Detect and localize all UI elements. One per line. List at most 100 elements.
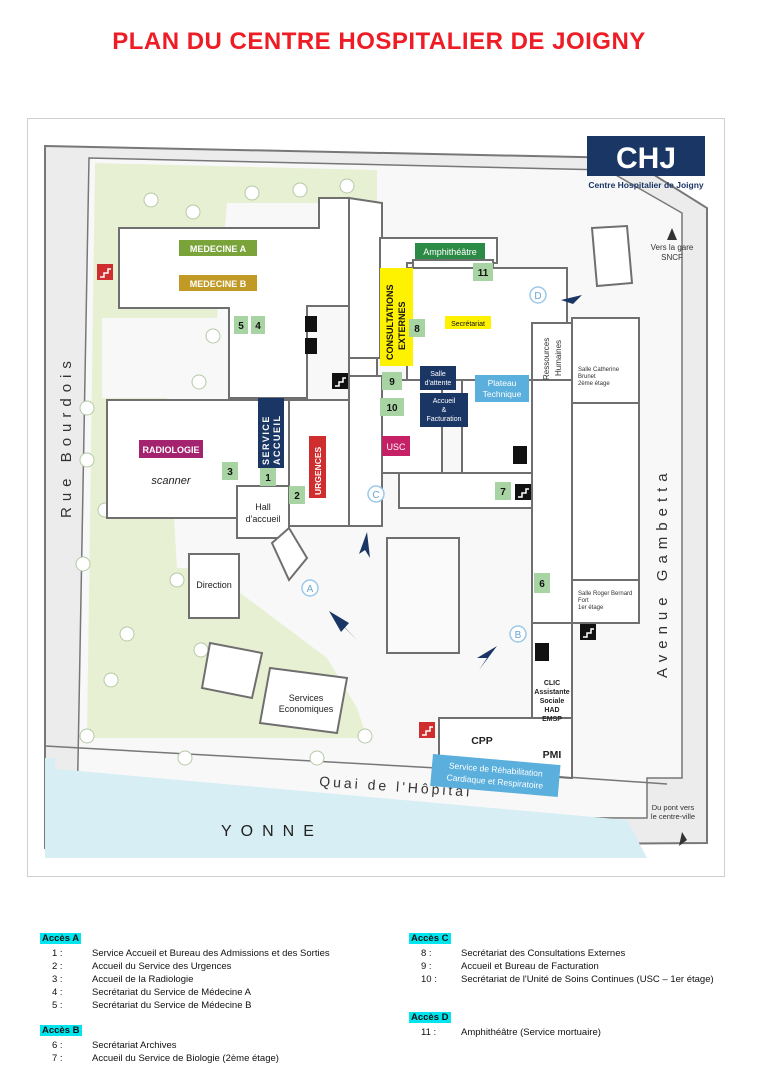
marker-9: 9: [389, 377, 395, 388]
label-clic-5: EMSP: [542, 716, 562, 723]
label-consultations-2: EXTERNES: [397, 301, 407, 350]
legend-acces-a-label: Accès A: [40, 933, 82, 944]
legend-num: 1: [40, 947, 82, 960]
river-yonne: [45, 768, 647, 858]
label-salle-attente-2: d'attente: [425, 380, 452, 387]
chj-logo: CHJ Centre Hospitalier de Joigny: [587, 136, 705, 190]
marker-8: 8: [414, 324, 420, 335]
label-services-eco-2: Economiques: [279, 704, 334, 714]
label-amphitheatre: Amphithéâtre: [423, 247, 477, 257]
marker-7: 7: [500, 487, 506, 498]
access-d: D: [534, 291, 541, 302]
marker-2: 2: [294, 491, 300, 502]
legend-text: Secrétariat du Service de Médecine B: [92, 1000, 252, 1011]
label-ressources-2: Humaines: [554, 340, 563, 376]
legend-text: Accueil de la Radiologie: [92, 974, 194, 985]
label-service-accueil-2: ACCUEIL: [272, 415, 282, 466]
legend-row: 1Service Accueil et Bureau des Admission…: [40, 947, 330, 960]
street-rue-bourdois: Rue Bourdois: [58, 355, 75, 518]
arrow-icons: [329, 295, 582, 670]
legend-text: Secrétariat de l'Unité de Soins Continue…: [461, 974, 714, 985]
legend-num: 4: [40, 986, 82, 999]
tree-icons: [75, 178, 373, 766]
legend-row: 10Secrétariat de l'Unité de Soins Contin…: [409, 973, 714, 986]
marker-10: 10: [386, 403, 398, 414]
label-consultations-1: CONSULTATIONS: [385, 285, 395, 361]
label-roger-1: Salle Roger Bernard: [578, 591, 632, 597]
label-clic-1: CLIC: [544, 680, 560, 687]
label-medecine-a: MEDECINE A: [190, 244, 247, 254]
label-service-accueil-1: SERVICE: [261, 415, 271, 465]
marker-6: 6: [539, 579, 545, 590]
legend-row: 5 Secrétariat du Service de Médecine B: [40, 999, 330, 1012]
legend-acces-c: Accès C 8 Secrétariat des Consultations E…: [409, 933, 714, 986]
label-accueil-fact-1: Accueil: [433, 398, 456, 405]
label-pmi: PMI: [543, 749, 562, 761]
arrow-down-icon: [679, 832, 687, 846]
label-clic-3: Sociale: [540, 698, 565, 705]
legend-text: Secrétariat du Service de Médecine A: [92, 987, 251, 998]
legend-text: Secrétariat des Consultations Externes: [461, 948, 626, 959]
marker-1: 1: [265, 473, 271, 484]
label-cpp: CPP: [471, 735, 493, 747]
legend-row: 4 Secrétariat du Service de Médecine A: [40, 986, 330, 999]
label-urgences: URGENCES: [313, 446, 323, 495]
legend-num: 9: [409, 960, 451, 973]
label-hall-1: Hall: [255, 502, 271, 512]
arrow-up-icon: [667, 228, 677, 240]
label-catherine-2: Brunet: [578, 374, 596, 380]
legend-acces-c-label: Accès C: [409, 933, 451, 944]
note-gare-1: Vers la gare: [651, 243, 694, 252]
label-secretariat: Secrétariat: [451, 321, 485, 328]
legend-row: 7 Accueil du Service de Biologie (2ème ét…: [40, 1052, 279, 1065]
legend-row: 2Accueil du Service des Urgences: [40, 960, 330, 973]
legend-num: 8: [409, 947, 451, 960]
legend-num: 7: [40, 1052, 82, 1065]
page-title: PLAN DU CENTRE HOSPITALIER DE JOIGNY: [112, 28, 646, 55]
marker-11: 11: [478, 268, 489, 279]
legend-text: Accueil et Bureau de Facturation: [461, 961, 599, 972]
street-avenue-gambetta: Avenue Gambetta: [654, 467, 671, 678]
legend-acces-d: Accès D 11Amphithéâtre (Service mortuair…: [409, 1012, 601, 1039]
label-plateau-2: Technique: [483, 389, 522, 399]
label-accueil-fact-3: Facturation: [426, 416, 461, 423]
legend-num: 11: [409, 1026, 451, 1039]
legend-row: 8 Secrétariat des Consultations Externes: [409, 947, 714, 960]
access-markers: A B C D: [301, 286, 547, 643]
label-accueil-fact-2: &: [442, 407, 447, 414]
legend-text: Accueil du Service de Biologie (2ème éta…: [92, 1053, 279, 1064]
label-ressources-1: Ressources: [542, 338, 551, 380]
label-radiologie: RADIOLOGIE: [142, 445, 199, 455]
label-usc: USC: [386, 442, 406, 452]
label-clic-2: Assistante: [534, 689, 570, 696]
label-clic-4: HAD: [544, 707, 559, 714]
label-roger-2: Fort: [578, 598, 589, 604]
label-catherine-1: Salle Catherine: [578, 367, 620, 373]
label-medecine-b: MEDECINE B: [190, 279, 247, 289]
river-label: YONNE: [221, 823, 323, 840]
legend-acces-a: Accès A 1Service Accueil et Bureau des A…: [40, 933, 330, 1012]
label-catherine-3: 2ème étage: [578, 381, 610, 387]
access-c: C: [372, 490, 379, 501]
logo-letters: CHJ: [616, 142, 676, 175]
note-pont-2: le centre-ville: [651, 812, 695, 821]
marker-4: 4: [255, 321, 261, 332]
access-a: A: [307, 584, 314, 595]
legend-text: Secrétariat Archives: [92, 1040, 177, 1051]
logo-subtitle: Centre Hospitalier de Joigny: [588, 180, 704, 190]
label-services-eco-1: Services: [289, 693, 324, 703]
note-pont-1: Du pont vers: [652, 803, 695, 812]
number-markers: 5 4 3 1 2 11 8 9 10 7 6: [222, 263, 550, 593]
legend-num: 6: [40, 1039, 82, 1052]
marker-5: 5: [238, 321, 244, 332]
hospital-map: CHJ Centre Hospitalier de Joigny Rue Bou…: [27, 118, 725, 877]
label-rehab: Service de Réhabilitation Cardiaque et R…: [430, 754, 561, 798]
marker-3: 3: [227, 467, 233, 478]
label-roger-3: 1er étage: [578, 605, 604, 611]
legend-num: 5: [40, 999, 82, 1012]
label-scanner: scanner: [151, 475, 191, 487]
label-hall-2: d'accueil: [246, 514, 281, 524]
label-direction: Direction: [196, 580, 232, 590]
legend-num: 3: [40, 973, 82, 986]
legend-acces-d-label: Accès D: [409, 1012, 451, 1023]
